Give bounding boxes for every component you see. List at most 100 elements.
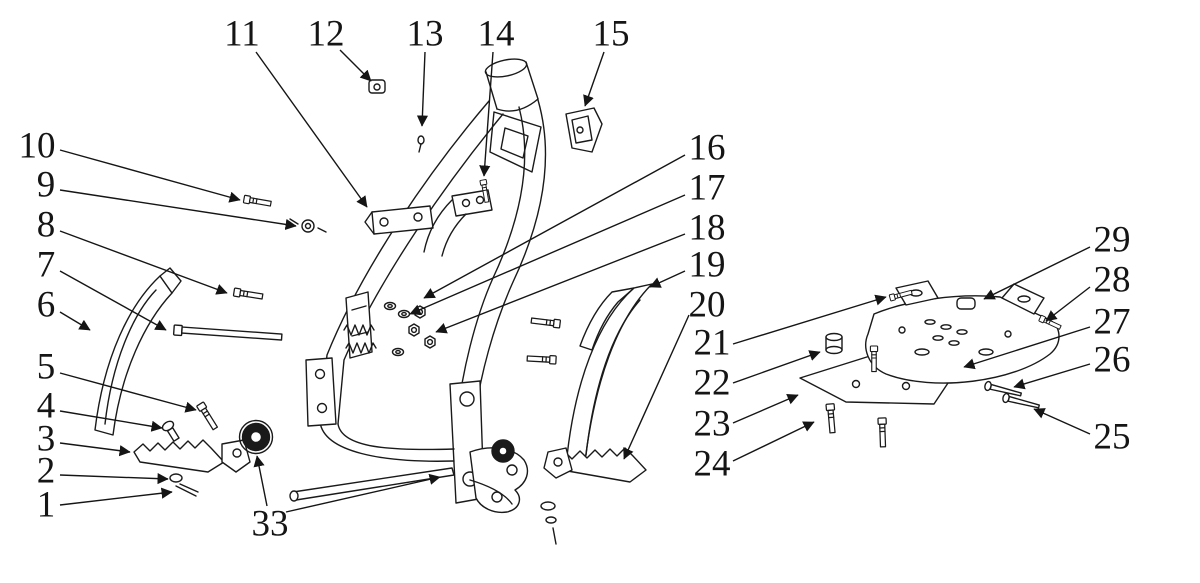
bracket-15-art	[565, 107, 603, 153]
callout-number-18: 18	[689, 208, 726, 249]
leader-line-16	[423, 154, 686, 299]
callout-4: 4	[37, 386, 163, 432]
leader-line-15	[583, 51, 605, 107]
leader-line-27	[963, 326, 1091, 370]
callout-8: 8	[37, 205, 228, 295]
callout-7: 7	[37, 245, 167, 331]
callout-number-9: 9	[37, 165, 56, 206]
callout-number-26: 26	[1094, 340, 1131, 381]
callout-number-5: 5	[37, 347, 56, 388]
leader-line-4	[59, 410, 163, 432]
leader-line-5	[59, 372, 197, 413]
callout-14: 14	[478, 14, 515, 177]
callout-10: 10	[19, 126, 241, 203]
callout-22: 22	[694, 350, 821, 404]
callout-number-17: 17	[689, 168, 726, 209]
leader-line-14	[479, 51, 494, 177]
callout-number-13: 13	[407, 14, 444, 55]
callout-6: 6	[37, 285, 91, 331]
right-footpeg-art	[540, 447, 647, 545]
callout-9: 9	[37, 165, 297, 230]
callout-number-8: 8	[37, 205, 56, 246]
leader-line-33	[253, 455, 268, 507]
bushing-art	[238, 419, 274, 455]
leader-line-11	[255, 51, 368, 208]
callout-20: 20	[623, 285, 726, 460]
callout-3: 3	[37, 419, 131, 460]
leader-line-21	[732, 294, 887, 345]
leader-line-19	[649, 270, 686, 288]
leader-line-12	[339, 49, 372, 82]
callout-number-23: 23	[694, 404, 731, 445]
callout-23: 23	[694, 394, 799, 445]
callout-25: 25	[1033, 408, 1131, 458]
callout-24: 24	[694, 421, 815, 485]
leader-line-3	[59, 442, 131, 457]
leader-line-29	[983, 246, 1091, 300]
callout-number-1: 1	[37, 485, 56, 526]
callout-number-3: 3	[37, 419, 56, 460]
callout-number-27: 27	[1094, 302, 1131, 343]
callout-16: 16	[423, 128, 726, 299]
callout-13: 13	[407, 14, 444, 127]
leader-line-24	[732, 421, 815, 462]
callout-number-14: 14	[478, 14, 515, 55]
leader-line-28	[1045, 286, 1091, 322]
callout-number-10: 10	[19, 126, 56, 167]
callout-number-12: 12	[308, 14, 345, 55]
callout-19: 19	[649, 245, 726, 288]
callout-18: 18	[435, 208, 726, 334]
callout-number-6: 6	[37, 285, 56, 326]
leader-line-7	[59, 270, 167, 331]
callout-28: 28	[1045, 260, 1131, 322]
leader-line-8	[59, 230, 228, 295]
callout-number-16: 16	[689, 128, 726, 169]
leader-line-26	[1013, 363, 1091, 390]
leader-line-13	[416, 51, 429, 127]
callout-number-2: 2	[37, 451, 56, 492]
callout-21: 21	[694, 294, 887, 364]
main-frame-art	[289, 58, 547, 514]
callout-17: 17	[409, 168, 726, 315]
callout-number-21: 21	[694, 323, 731, 364]
callout-33: 33	[252, 455, 441, 545]
callout-number-19: 19	[689, 245, 726, 286]
leader-line-10	[59, 149, 241, 203]
leader-line-1	[59, 487, 173, 506]
callout-15: 15	[583, 14, 630, 107]
callout-number-4: 4	[37, 386, 56, 427]
callout-27: 27	[963, 302, 1131, 370]
leader-line-9	[59, 189, 297, 230]
leader-line-18	[435, 233, 686, 334]
callout-number-28: 28	[1094, 260, 1131, 301]
leader-line-20	[623, 314, 690, 460]
leader-line-2	[59, 473, 169, 485]
skid-plate-art	[799, 280, 1060, 405]
callout-number-33: 33	[252, 504, 289, 545]
callout-1: 1	[37, 485, 173, 526]
leader-line-25	[1033, 408, 1091, 435]
callout-2: 2	[37, 451, 169, 492]
left-chain-guide-art	[94, 267, 182, 436]
callout-29: 29	[983, 220, 1131, 300]
callout-number-22: 22	[694, 363, 731, 404]
callout-26: 26	[1013, 340, 1131, 390]
leader-line-33	[285, 473, 441, 513]
callout-number-29: 29	[1094, 220, 1131, 261]
leader-line-17	[409, 194, 686, 315]
callout-number-7: 7	[37, 245, 56, 286]
callout-12: 12	[308, 14, 372, 82]
callout-11: 11	[224, 14, 368, 208]
leader-line-6	[59, 311, 91, 331]
callout-number-20: 20	[689, 285, 726, 326]
left-footpeg-art	[133, 439, 251, 473]
fasteners-art	[161, 79, 1063, 497]
callout-5: 5	[37, 347, 197, 413]
callout-number-11: 11	[224, 14, 260, 55]
callout-number-24: 24	[694, 444, 731, 485]
callout-number-15: 15	[593, 14, 630, 55]
right-chain-guide-art	[565, 283, 653, 471]
leader-line-22	[732, 350, 821, 384]
